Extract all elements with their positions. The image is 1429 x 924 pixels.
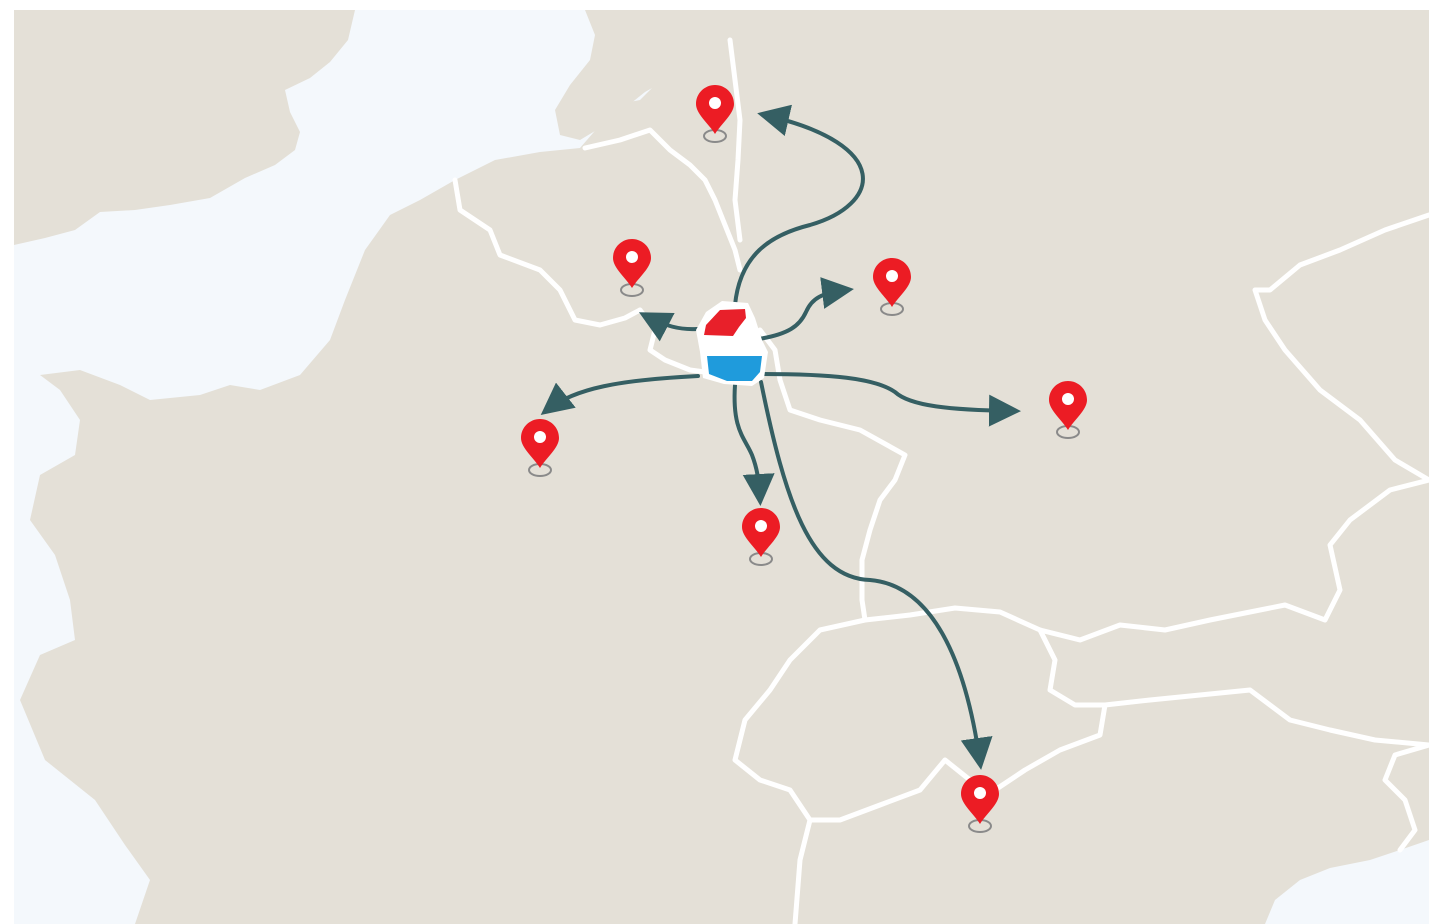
border-austria-italy	[1102, 687, 1429, 748]
map-pin-icon[interactable]	[521, 419, 559, 477]
netherlands-land	[555, 10, 820, 140]
pin-center	[886, 270, 898, 282]
border-germany-austria	[1037, 477, 1429, 643]
route-arrows	[540, 104, 1021, 770]
pin-body	[742, 508, 780, 557]
pin-body	[696, 85, 734, 134]
border-france-switzerland	[732, 617, 868, 924]
border-netherlands-belgium	[582, 127, 743, 273]
arrow-northeast	[750, 277, 854, 342]
map-pin-icon[interactable]	[696, 85, 734, 143]
pin-center	[1062, 393, 1074, 405]
arrow-southeast	[759, 380, 993, 770]
flag-white-band	[704, 338, 762, 352]
luxembourg-flag-icon[interactable]	[696, 301, 768, 386]
map-pin-icon[interactable]	[742, 508, 780, 566]
pin-body	[613, 239, 651, 288]
destination-pins	[521, 85, 1087, 833]
arrow-east	[760, 372, 1021, 427]
map-pin-icon[interactable]	[613, 239, 651, 297]
pin-body	[521, 419, 559, 468]
pin-center	[974, 787, 986, 799]
pin-center	[534, 431, 546, 443]
border-netherlands-germany	[727, 37, 743, 243]
border-germany-czech	[1252, 212, 1429, 483]
flag-red-band	[704, 309, 746, 336]
pin-body	[873, 258, 911, 307]
pin-body	[1049, 381, 1087, 430]
country-borders	[452, 37, 1429, 924]
border-switzerland-austria	[807, 627, 1108, 823]
map-pin-icon[interactable]	[1049, 381, 1087, 439]
pin-body	[961, 775, 999, 824]
border-lux-germany	[757, 327, 908, 623]
pin-center	[626, 251, 638, 263]
arrow-northwest	[638, 312, 699, 342]
arrow-south	[732, 383, 775, 506]
adriatic-sea	[1265, 840, 1429, 924]
pin-center	[755, 520, 767, 532]
border-switzerland-germany	[862, 605, 1043, 633]
great-britain-land	[14, 10, 355, 245]
arrow-west	[540, 374, 700, 415]
arrow-north	[733, 104, 865, 307]
border-belgium-north	[452, 177, 643, 328]
pin-center	[709, 97, 721, 109]
flag-blue-band	[707, 356, 762, 381]
border-italy-slovenia	[1382, 742, 1429, 853]
continental-land	[20, 10, 1429, 924]
map-pin-icon[interactable]	[961, 775, 999, 833]
map-pin-icon[interactable]	[873, 258, 911, 316]
